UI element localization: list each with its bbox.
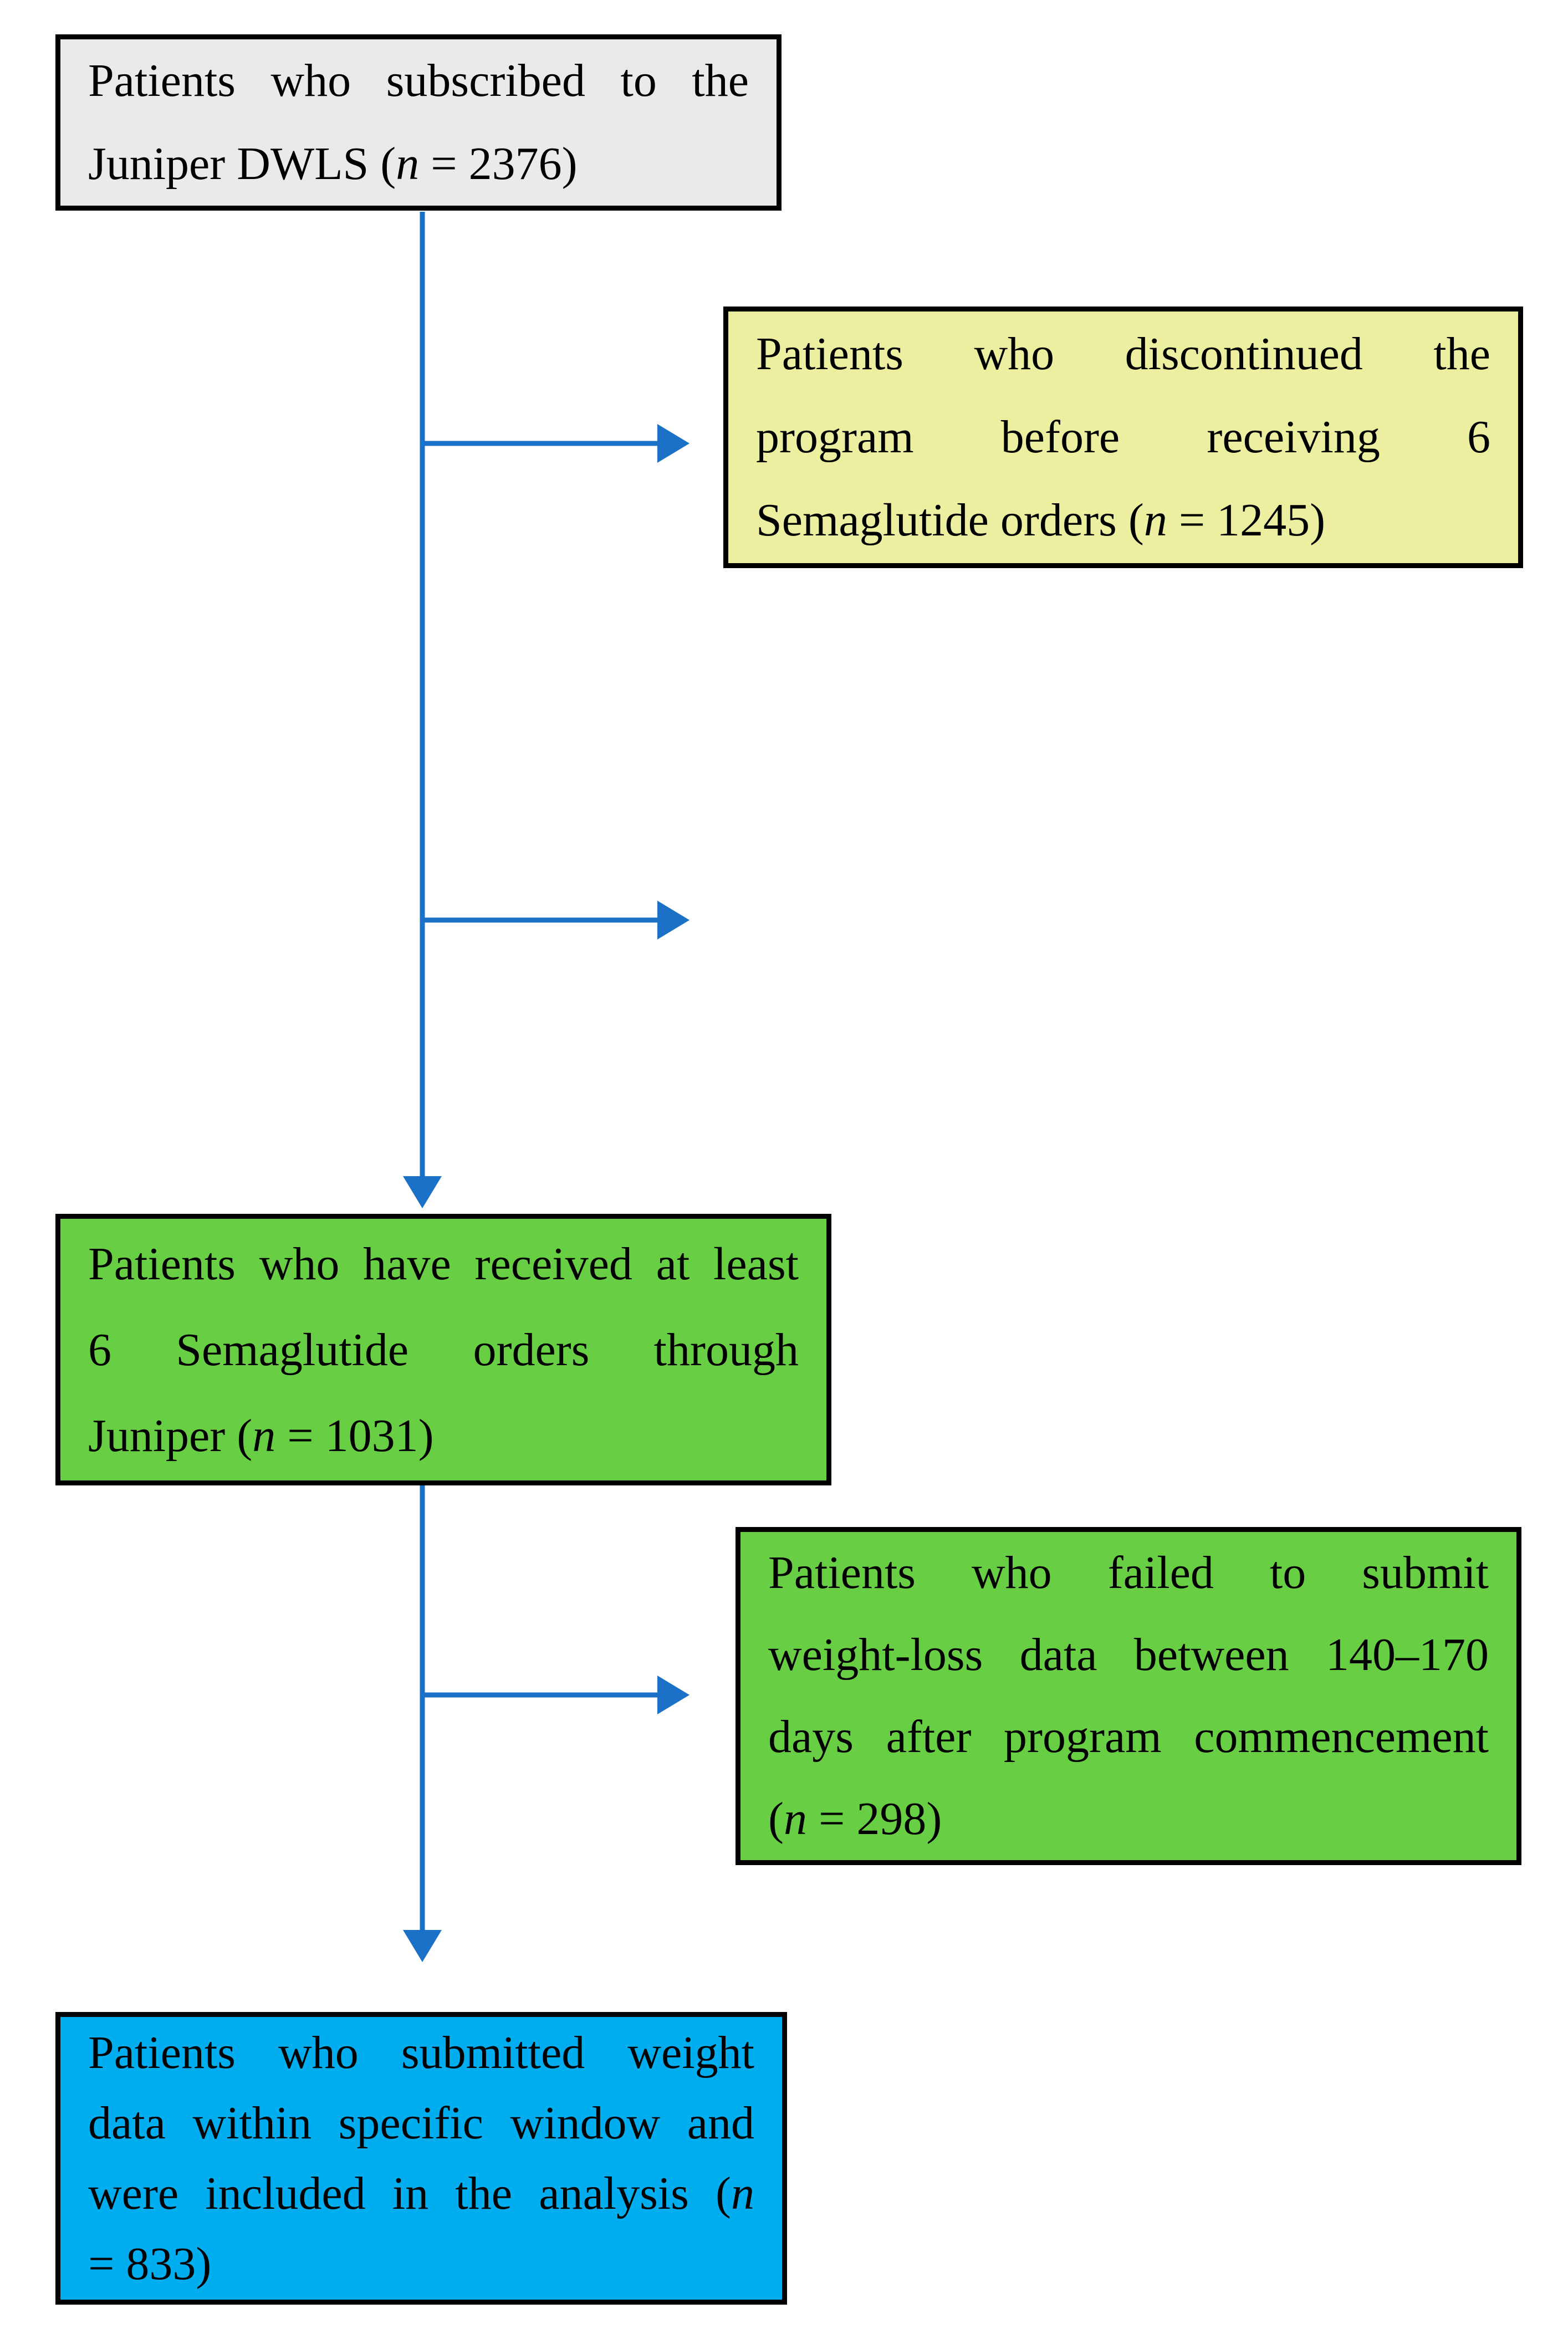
box-patients-failed-weight-data: Patients who failed to submit weight-loss… xyxy=(736,1527,1521,1865)
italic-n-variable: n xyxy=(252,1409,276,1462)
italic-n-variable: n xyxy=(396,138,420,190)
text-line: Patients who have received at least xyxy=(88,1238,799,1290)
box-patients-received-6-orders-text: Patients who have received at least 6 Sem… xyxy=(88,1221,799,1479)
text-line: Semaglutide orders (n = 1245) xyxy=(756,494,1326,546)
box-patients-discontinued-text: Patients who discontinued the program bef… xyxy=(756,313,1490,562)
text-line: = 833) xyxy=(88,2238,212,2290)
text-line: Juniper (n = 1031) xyxy=(88,1409,434,1462)
arrowhead-right-discontinued xyxy=(657,424,689,463)
text-line: weight-loss data between 140–170 xyxy=(768,1629,1489,1681)
box-patients-failed-weight-data-text: Patients who failed to submit weight-loss… xyxy=(768,1532,1489,1860)
arrowhead-right-unlabeled xyxy=(657,901,689,939)
italic-n-variable: n xyxy=(1143,494,1167,546)
box-patients-included-analysis: Patients who submitted weight data within… xyxy=(55,2012,787,2305)
arrowhead-down-received xyxy=(403,1176,442,1208)
box-patients-included-analysis-text: Patients who submitted weight data within… xyxy=(88,2018,754,2299)
text-line: Patients who failed to submit xyxy=(768,1547,1489,1599)
text-line: 6 Semaglutide orders through xyxy=(88,1324,799,1376)
text-line: Patients who submitted weight xyxy=(88,2027,754,2078)
box-patients-discontinued: Patients who discontinued the program bef… xyxy=(723,307,1523,568)
text-line: days after program commencement xyxy=(768,1711,1489,1763)
text-line: Patients who discontinued the xyxy=(756,328,1490,380)
italic-n-variable: n xyxy=(783,1793,807,1845)
arrowhead-right-failed xyxy=(657,1676,689,1714)
arrowhead-down-included xyxy=(403,1930,442,1962)
text-line: (n = 298) xyxy=(768,1793,942,1845)
italic-n-variable: n xyxy=(731,2168,754,2219)
text-line: were included in the analysis (n xyxy=(88,2168,754,2219)
box-patients-received-6-orders: Patients who have received at least 6 Sem… xyxy=(55,1214,831,1485)
text-line: Patients who subscribed to the xyxy=(88,55,749,106)
text-line: data within specific window and xyxy=(88,2097,754,2149)
text-line: program before receiving 6 xyxy=(756,411,1490,463)
text-line: Juniper DWLS (n = 2376) xyxy=(88,138,578,190)
